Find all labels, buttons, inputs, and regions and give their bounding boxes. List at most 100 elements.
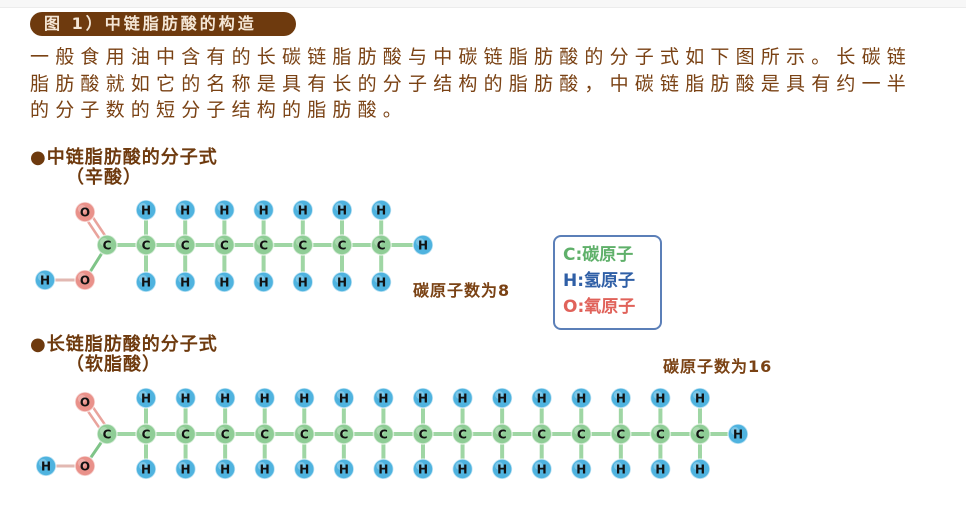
svg-text:C: C [103, 239, 112, 253]
carbon-atom: C [252, 234, 275, 256]
svg-text:H: H [219, 276, 229, 290]
svg-text:H: H [298, 276, 308, 290]
carbon-atom: C [570, 423, 593, 445]
svg-text:H: H [141, 204, 151, 218]
svg-text:C: C [260, 428, 269, 442]
svg-text:H: H [378, 392, 388, 406]
carbon-atom: C [96, 234, 118, 256]
carbon-atom: C [372, 423, 395, 445]
svg-text:H: H [220, 392, 230, 406]
svg-text:C: C [298, 239, 307, 253]
svg-text:H: H [298, 204, 308, 218]
svg-text:H: H [339, 392, 349, 406]
svg-text:H: H [260, 392, 270, 406]
hydrogen-atom: H [570, 458, 593, 480]
paragraph-line: 一般食用油中含有的长碳链脂肪酸与中碳链脂肪酸的分子式如下图所示。长碳链 [30, 46, 913, 68]
svg-text:C: C [577, 428, 586, 442]
svg-text:O: O [80, 274, 90, 288]
svg-text:H: H [497, 463, 507, 477]
hydrogen-atom: H [412, 458, 434, 480]
svg-text:H: H [337, 276, 347, 290]
carbon-atom: C [292, 234, 314, 256]
carbon-atom: C [491, 423, 513, 445]
svg-text:H: H [378, 463, 388, 477]
paragraph-line: 的分子数的短分子结构的脂肪酸。 [30, 99, 409, 121]
legend-hydrogen: H:氢原子 [563, 271, 636, 291]
svg-text:C: C [377, 239, 386, 253]
hydrogen-atom: H [293, 387, 316, 409]
svg-text:O: O [80, 206, 90, 220]
hydrogen-atom: H [174, 458, 197, 480]
oxygen-atom: O [74, 455, 96, 477]
svg-text:C: C [339, 428, 348, 442]
svg-text:H: H [337, 204, 347, 218]
oxygen-atom: O [74, 269, 96, 291]
carbon-atom: C [213, 234, 236, 256]
figure-title: 图 1）中链脂肪酸的构造 [30, 12, 296, 36]
long-chain-heading: ●长链脂肪酸的分子式 （软脂酸） [30, 335, 218, 375]
hydrogen-atom: H [412, 387, 434, 409]
svg-text:O: O [80, 396, 90, 410]
long-chain-title: ●长链脂肪酸的分子式 [30, 334, 218, 355]
carbon-atom: C [689, 423, 711, 445]
hydrogen-atom: H [610, 458, 632, 480]
svg-text:H: H [418, 239, 428, 253]
svg-text:H: H [339, 463, 349, 477]
svg-text:H: H [219, 204, 229, 218]
hydrogen-atom: H [491, 387, 513, 409]
hydrogen-atom: H [135, 387, 157, 409]
svg-text:H: H [376, 276, 386, 290]
atom-legend: C:碳原子 H:氢原子 O:氧原子 [553, 235, 662, 330]
svg-text:H: H [141, 276, 151, 290]
carbon-atom: C [610, 423, 632, 445]
svg-text:C: C [616, 428, 625, 442]
svg-text:H: H [180, 276, 190, 290]
hydrogen-atom: H [570, 387, 593, 409]
medium-chain-title: ●中链脂肪酸的分子式 [30, 147, 218, 168]
hydrogen-atom: H [174, 199, 196, 221]
hydrogen-atom: H [135, 458, 157, 480]
svg-text:H: H [181, 392, 191, 406]
svg-text:C: C [419, 428, 428, 442]
hydrogen-atom: H [372, 387, 395, 409]
hydrogen-atom: H [372, 458, 395, 480]
hydrogen-atom: H [174, 387, 197, 409]
svg-text:H: H [180, 204, 190, 218]
svg-text:H: H [259, 204, 269, 218]
paragraph-line: 脂肪酸就如它的名称是具有长的分子结构的脂肪酸，中碳链脂肪酸是具有约一半 [30, 72, 913, 95]
svg-text:H: H [260, 463, 270, 477]
hydrogen-atom: H [252, 271, 275, 293]
hydrogen-atom: H [293, 458, 316, 480]
hydrogen-atom: H [213, 199, 236, 221]
hydrogen-atom: H [213, 271, 236, 293]
hydrogen-atom: H [649, 458, 672, 480]
hydrogen-atom: H [331, 271, 353, 293]
svg-text:H: H [299, 392, 309, 406]
svg-text:C: C [221, 428, 230, 442]
carbon-atom: C [331, 234, 353, 256]
hydrogen-atom: H [370, 271, 392, 293]
hydrogen-atom: H [530, 458, 553, 480]
carbon-atom: C [451, 423, 474, 445]
svg-text:H: H [418, 392, 428, 406]
svg-text:C: C [259, 239, 268, 253]
svg-text:H: H [655, 463, 665, 477]
carbon-atom: C [214, 423, 236, 445]
medium-chain-heading: ●中链脂肪酸的分子式 （辛酸） [30, 148, 218, 188]
carbon-atom: C [370, 234, 392, 256]
hydrogen-atom: H [333, 458, 355, 480]
svg-text:C: C [498, 428, 507, 442]
hydrogen-atom: H [174, 271, 196, 293]
svg-text:H: H [695, 392, 705, 406]
hydrogen-atom: H [252, 199, 275, 221]
svg-text:C: C [142, 428, 151, 442]
svg-text:H: H [40, 274, 50, 288]
hydrogen-atom: H [253, 458, 276, 480]
svg-text:C: C [656, 428, 665, 442]
svg-text:H: H [537, 392, 547, 406]
svg-text:H: H [259, 276, 269, 290]
hydrogen-atom: H [135, 271, 157, 293]
hydrogen-atom: H [214, 387, 236, 409]
svg-text:H: H [141, 463, 151, 477]
svg-text:H: H [458, 463, 468, 477]
